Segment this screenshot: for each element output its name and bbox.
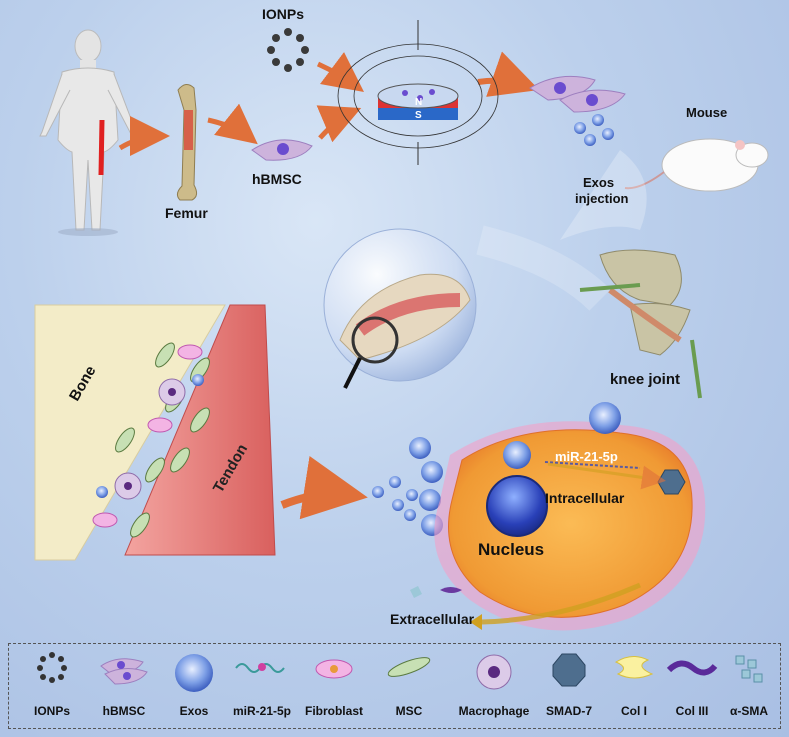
legend-label: miR-21-5p [232, 704, 291, 718]
legend-item-smad7: SMAD-7 [534, 644, 604, 730]
hbmsc-cell-icon [251, 139, 313, 161]
mir-icon [235, 663, 285, 673]
ionps-label: IONPs [262, 6, 305, 22]
extracellular-label: Extracellular [390, 611, 475, 627]
legend-item-ionps: IONPs [17, 644, 87, 730]
msc-icon [387, 657, 431, 677]
legend-item-fibroblast: Fibroblast [299, 644, 369, 730]
knee-joint-label: knee joint [610, 371, 681, 388]
knee-joint-icon [579, 249, 702, 399]
legend-label: Macrophage [458, 704, 530, 718]
hbmsc-label: hBMSC [252, 171, 302, 187]
hbmsc-icon [100, 658, 148, 685]
legend-box: IONPs hBMSC Exos miR-21-5p Fibroblast [8, 643, 781, 729]
femur-label: Femur [165, 205, 208, 221]
mouse-icon [624, 138, 769, 192]
legend-item-hbmsc: hBMSC [89, 644, 159, 730]
col3-icon [666, 660, 718, 676]
nucleus-label: Nucleus [478, 540, 545, 559]
legend-label: MSC [395, 704, 423, 718]
ionps-icon [37, 652, 67, 683]
magnet-dish-icon [337, 20, 499, 165]
hbmsc-group-icon [529, 75, 626, 113]
legend-label: Col I [621, 704, 647, 718]
legend-label: SMAD-7 [545, 704, 592, 718]
legend-item-macrophage: Macrophage [454, 644, 534, 730]
exos-injection-label-line1: Exos [583, 175, 615, 190]
legend-label: α-SMA [729, 704, 769, 718]
exos-gap-icon [96, 374, 204, 498]
legend-item-mir: miR-21-5p [227, 644, 297, 730]
magnified-view-icon [323, 228, 477, 389]
exos-icon [175, 654, 213, 692]
fibroblast-icon [315, 659, 353, 679]
macrophage-icon [476, 654, 512, 690]
fibroblast-cells-icon [92, 344, 203, 528]
asma-icon [735, 655, 763, 683]
legend-item-exos: Exos [159, 644, 229, 730]
magnet-n-label: N [415, 97, 423, 108]
mouse-label: Mouse [686, 105, 728, 120]
legend-label: Col III [675, 704, 709, 718]
legend-label: IONPs [33, 704, 70, 718]
extracellular-proteins-icon [410, 586, 462, 598]
legend-label: Exos [179, 704, 209, 718]
smad7-icon [552, 653, 586, 687]
legend-item-asma: α-SMA [714, 644, 784, 730]
magnet-s-label: S [415, 110, 422, 121]
exos-approach-icon [372, 437, 443, 536]
exos-small-group-icon [574, 114, 614, 146]
intracellular-label: Intracellular [545, 490, 625, 506]
legend-label: hBMSC [102, 704, 146, 718]
legend-item-msc: MSC [374, 644, 444, 730]
ionps-cluster-icon [267, 28, 309, 72]
legend-item-col3: Col III [657, 644, 727, 730]
legend-item-col1: Col I [599, 644, 669, 730]
mir-label: miR-21-5p [555, 449, 618, 464]
human-body-icon [39, 29, 139, 236]
macrophage-cells-icon [114, 378, 186, 500]
legend-label: Fibroblast [304, 704, 363, 718]
femur-icon [176, 84, 198, 201]
exos-injection-label-line2: injection [575, 191, 629, 206]
col1-icon [614, 656, 654, 679]
target-cell-icon [434, 402, 706, 631]
